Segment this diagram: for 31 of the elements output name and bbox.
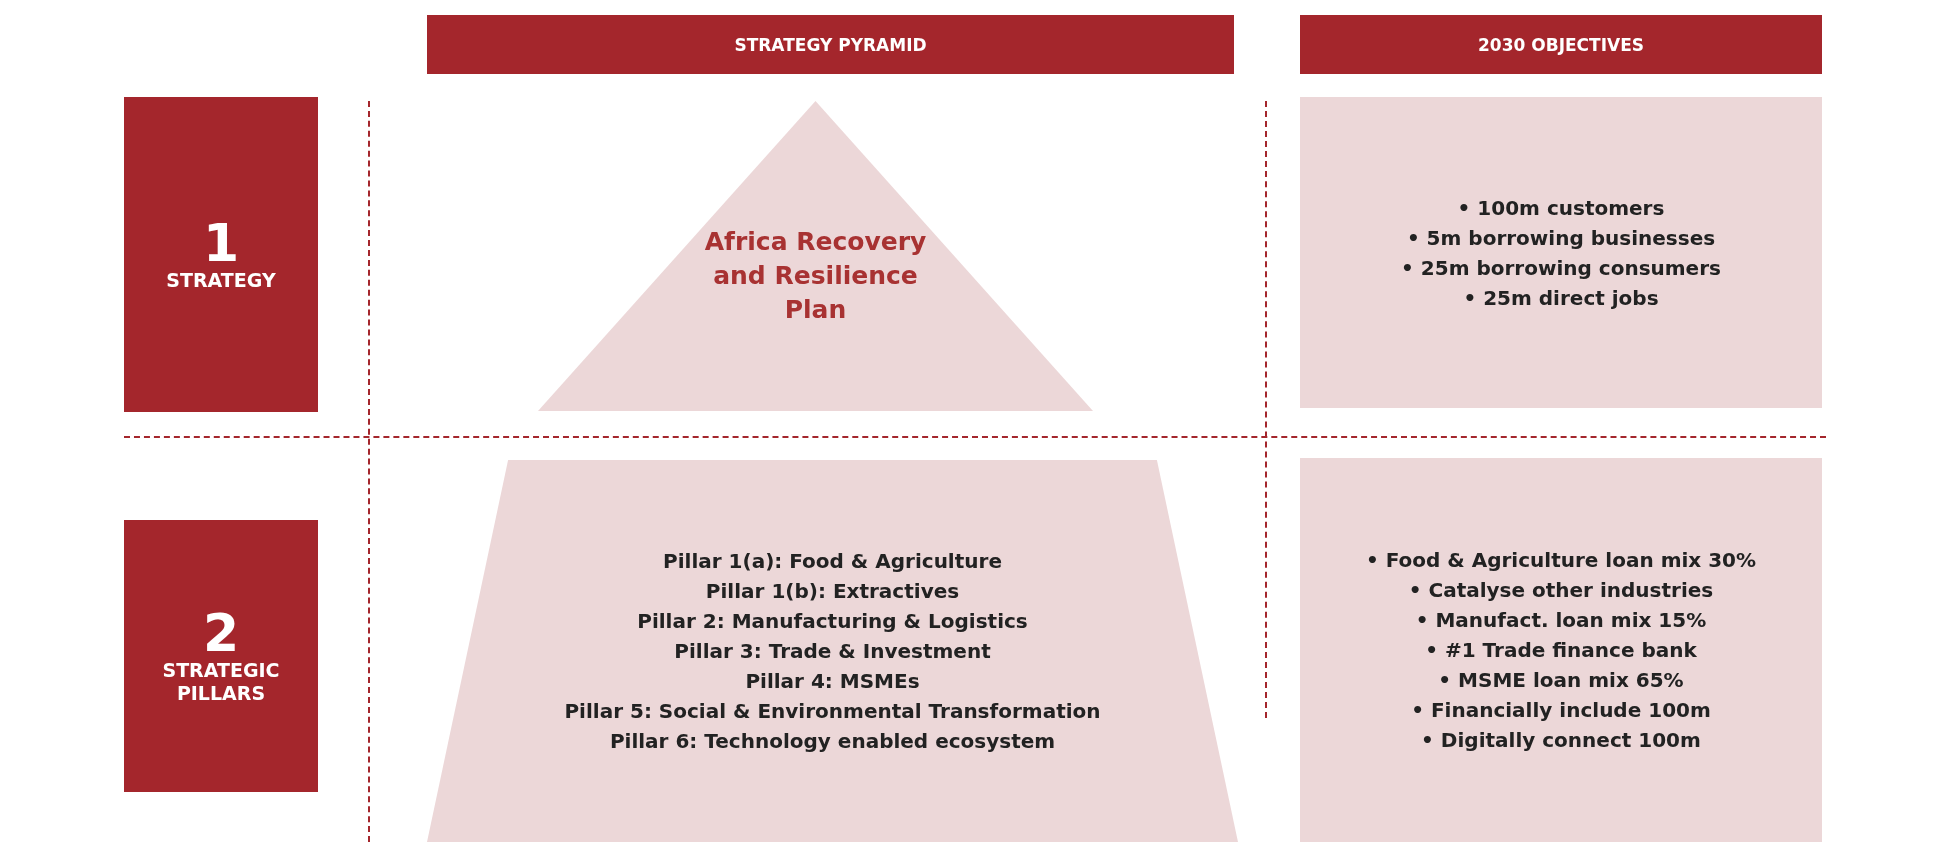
section-panel <box>124 520 318 792</box>
section-title: STRATEGY <box>166 269 276 292</box>
pillar-item: Pillar 5: Social & Environmental Transformation <box>564 698 1101 725</box>
pillar-item: Pillar 1(b): Extractives <box>705 578 960 605</box>
section-panel <box>124 97 318 412</box>
pillar-item: Pillar 2: Manufacturing & Logistics <box>637 608 1028 635</box>
objective-item: • Digitally connect 100m <box>1420 727 1702 754</box>
objective-item: • Catalyse other industries <box>1407 577 1715 604</box>
pillar-item: Pillar 1(a): Food & Agriculture <box>663 548 1002 575</box>
objective-item: • MSME loan mix 65% <box>1437 667 1685 694</box>
pillar-item: Pillar 6: Technology enabled ecosystem <box>609 728 1056 755</box>
objective-item: • 25m borrowing consumers <box>1401 254 1721 282</box>
objective-item: • 5m borrowing businesses <box>1405 224 1717 252</box>
objectives-panel <box>1300 97 1822 408</box>
pillar-item: Pillar 4: MSMEs <box>745 668 920 695</box>
section-header: STRATEGY PYRAMID <box>427 15 1234 74</box>
objective-item: • 25m direct jobs <box>1462 284 1660 312</box>
objectives-panel <box>1300 458 1822 842</box>
objective-item: • Financially include 100m <box>1410 697 1712 724</box>
objective-item: • Manufact. loan mix 15% <box>1414 607 1708 634</box>
objective-item: • Food & Agriculture loan mix 30% <box>1365 547 1757 574</box>
pyramid-triangle <box>538 101 1093 411</box>
objective-item: • 100m customers <box>1456 194 1666 222</box>
plan-title: Africa Recovery and Resilience Plan <box>703 226 928 326</box>
section-number: 1 <box>202 217 240 270</box>
objective-item: • #1 Trade finance bank <box>1424 637 1698 664</box>
section-number: 2 <box>202 607 240 660</box>
pillar-item: Pillar 3: Trade & Investment <box>674 638 991 665</box>
pyramid-trapezoid <box>427 460 1238 842</box>
section-title: STRATEGIC PILLARS <box>161 659 281 705</box>
section-header: 2030 OBJECTIVES <box>1300 15 1822 74</box>
